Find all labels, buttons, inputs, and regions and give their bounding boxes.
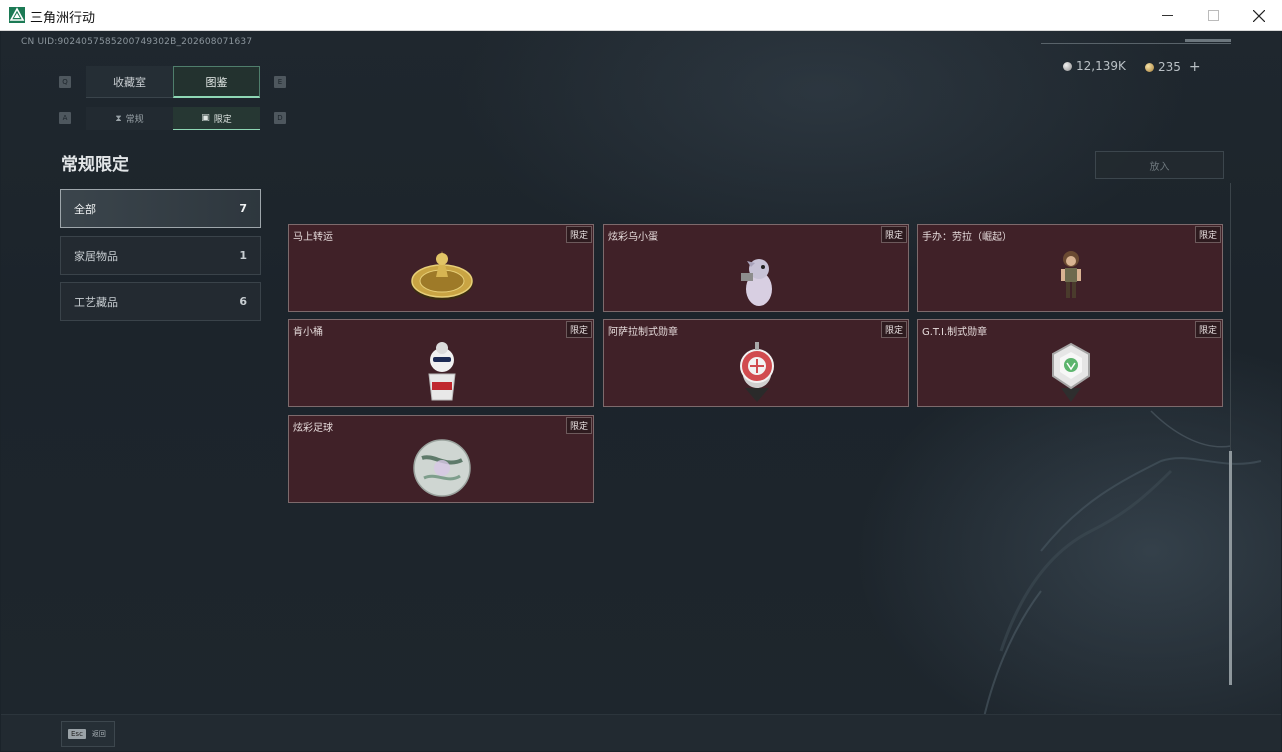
gold-currency: 235 + xyxy=(1145,59,1201,75)
category-household[interactable]: 家居物品 1 xyxy=(60,236,261,275)
bucket-mascot-icon xyxy=(428,342,456,401)
window-titlebar: 三角洲行动 xyxy=(0,0,1282,31)
tab-collection-room[interactable]: 收藏室 xyxy=(86,66,173,98)
tab-codex[interactable]: 图鉴 xyxy=(173,66,260,98)
bottom-bar: Esc 返回 xyxy=(1,714,1281,751)
tab-collection-room-label: 收藏室 xyxy=(113,75,146,89)
item-name: 阿萨拉制式勋章 xyxy=(608,327,678,338)
maximize-icon xyxy=(1207,10,1219,21)
esc-key: Esc xyxy=(68,729,86,739)
category-crafts[interactable]: 工艺藏品 6 xyxy=(60,282,261,321)
minimize-button[interactable] xyxy=(1144,0,1190,31)
subtab-limited[interactable]: ▣ 限定 xyxy=(173,107,260,130)
maximize-button[interactable] xyxy=(1190,0,1236,31)
item-card[interactable]: 手办：劳拉（崛起） 限定 xyxy=(917,224,1223,312)
gti-medal-icon xyxy=(1052,342,1090,402)
category-label: 家居物品 xyxy=(74,249,118,263)
terrain-background xyxy=(980,410,1262,732)
limited-tag: 限定 xyxy=(880,321,907,338)
hotkey-a: A xyxy=(59,112,71,124)
category-label: 工艺藏品 xyxy=(74,295,118,309)
hotkey-e: E xyxy=(274,76,286,88)
item-name: G.T.I.制式勋章 xyxy=(922,327,988,338)
close-button[interactable] xyxy=(1236,0,1282,31)
limited-icon: ▣ xyxy=(201,113,210,123)
item-card[interactable]: 炫彩乌小蛋 限定 xyxy=(603,224,909,312)
category-label: 全部 xyxy=(74,202,96,216)
tab-codex-label: 图鉴 xyxy=(205,75,228,89)
item-card[interactable]: 肯小桶 限定 xyxy=(288,319,594,407)
subtab-limited-label: 限定 xyxy=(213,114,232,125)
back-label: 返回 xyxy=(91,730,106,738)
hotkey-q: Q xyxy=(59,76,71,88)
item-name: 手办：劳拉（崛起） xyxy=(922,232,1012,243)
limited-tag: 限定 xyxy=(880,226,907,243)
subtab-regular[interactable]: ⧗ 常规 xyxy=(86,107,173,130)
asala-medal-icon xyxy=(740,342,774,402)
app-logo-icon xyxy=(9,7,25,23)
gold-coin-icon xyxy=(1145,62,1154,72)
gold-amount: 235 xyxy=(1158,60,1181,74)
game-viewport: CN UID:9024057585200749302B_202608071637… xyxy=(1,31,1281,751)
scrollbar-track[interactable] xyxy=(1230,183,1231,685)
place-button[interactable]: 放入 xyxy=(1095,151,1224,179)
top-divider-accent xyxy=(1185,39,1231,42)
item-name: 马上转运 xyxy=(293,232,333,243)
limited-tag: 限定 xyxy=(565,226,592,243)
scrollbar-thumb[interactable] xyxy=(1229,451,1232,685)
limited-tag: 限定 xyxy=(565,321,592,338)
limited-tag: 限定 xyxy=(1194,321,1221,338)
silver-coin-icon xyxy=(1063,61,1072,71)
section-title: 常规限定 xyxy=(61,155,129,175)
golden-compass-icon xyxy=(411,251,473,300)
limited-tag: 限定 xyxy=(1194,226,1221,243)
add-currency-button[interactable]: + xyxy=(1188,59,1201,75)
window-title: 三角洲行动 xyxy=(30,11,96,26)
silver-amount: 12,139K xyxy=(1076,59,1126,73)
user-uid: CN UID:9024057585200749302B_202608071637 xyxy=(21,37,253,47)
close-icon xyxy=(1253,9,1265,22)
limited-tag: 限定 xyxy=(565,417,592,434)
item-card[interactable]: G.T.I.制式勋章 限定 xyxy=(917,319,1223,407)
category-count: 6 xyxy=(239,295,247,308)
silver-currency: 12,139K xyxy=(1063,59,1126,73)
minimize-icon xyxy=(1161,15,1173,16)
hotkey-d: D xyxy=(274,112,286,124)
top-divider xyxy=(1041,43,1231,44)
item-name: 炫彩乌小蛋 xyxy=(608,232,658,243)
item-name: 肯小桶 xyxy=(293,327,323,338)
category-count: 1 xyxy=(239,249,247,262)
football-icon xyxy=(413,439,471,497)
hourglass-icon: ⧗ xyxy=(115,113,122,124)
category-all[interactable]: 全部 7 xyxy=(60,189,261,228)
item-card[interactable]: 炫彩足球 限定 xyxy=(288,415,594,503)
bird-egg-icon xyxy=(741,259,772,306)
item-card[interactable]: 阿萨拉制式勋章 限定 xyxy=(603,319,909,407)
item-name: 炫彩足球 xyxy=(293,423,333,434)
subtab-regular-label: 常规 xyxy=(125,115,144,125)
category-count: 7 xyxy=(239,202,247,215)
back-button[interactable]: Esc 返回 xyxy=(61,721,115,747)
item-card[interactable]: 马上转运 限定 xyxy=(288,224,594,312)
lara-figure-icon xyxy=(1061,251,1081,298)
